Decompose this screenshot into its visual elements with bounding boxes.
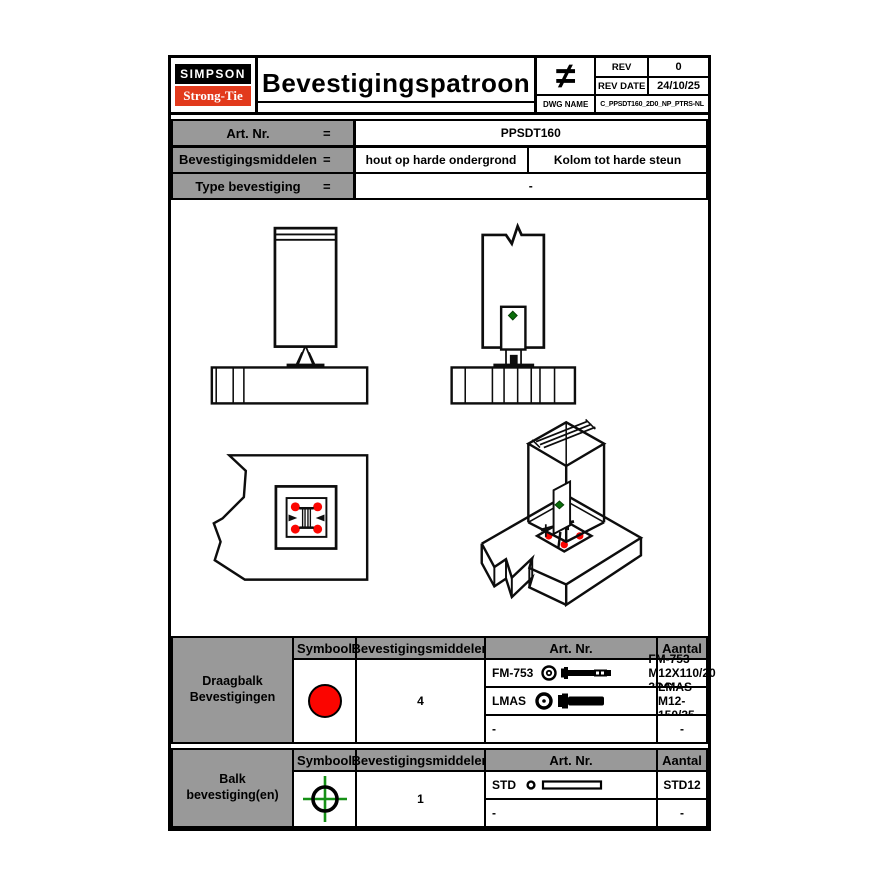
art-nr-std: STD12 [658, 772, 706, 798]
group-label: Balk bevestiging(en) [173, 750, 292, 826]
logo-strongtie-text: Strong-Tie [175, 86, 252, 106]
symbol-cell [294, 660, 355, 742]
fastener-value-2: Kolom tot harde steun [529, 147, 706, 172]
dwg-name-value: C_PPSDT160_2D0_NP_PTRS-NL [594, 94, 708, 112]
type-label: Type bevestiging [195, 178, 301, 194]
art-nr-lmas: LMAS M12-150/35 [658, 680, 706, 722]
rev-date-value: 24/10/25 [647, 76, 708, 94]
symbol-cell [294, 772, 355, 826]
side-elevation-view [450, 222, 577, 405]
drawing-views-area [171, 200, 708, 633]
type-value: - [355, 174, 706, 198]
front-elevation-view [210, 226, 369, 405]
art-nr-dash: - [658, 716, 706, 742]
col-header-art-nr: Art. Nr. [486, 750, 656, 770]
equals-sign: = [323, 152, 331, 167]
technical-drawings-svg [210, 222, 644, 608]
revision-block: ≠ REV 0 REV DATE 24/10/25 DWG NAME C_PPS… [534, 58, 708, 112]
threaded-rod-icon [526, 780, 603, 790]
equals-sign: = [323, 125, 331, 141]
col-header-aantal: Aantal [658, 750, 706, 770]
draagbalk-fastener-table: Draagbalk Bevestigingen Symbool Bevestig… [171, 636, 716, 744]
logo-simpson-text: SIMPSON [175, 64, 252, 84]
isometric-view [480, 418, 644, 608]
art-nr-label-cell: Art. Nr. = [173, 121, 353, 145]
col-header-bevestigingsmiddelen: Bevestigingsmiddelen [352, 750, 490, 770]
fastener-label: Bevestigingsmiddelen [179, 152, 317, 167]
article-info-table: Art. Nr. = PPSDT160 Bevestigingsmiddelen… [171, 119, 708, 200]
col-header-symbool: Symbool [294, 638, 355, 658]
fastener-value-1: hout op harde ondergrond [355, 147, 527, 172]
fastener-name-std: STD [486, 772, 656, 798]
fastener-name-dash: - [486, 800, 656, 826]
rev-date-label: REV DATE [594, 76, 648, 94]
fastener-name-fm753: FM-753 [486, 660, 656, 686]
anchor-points [290, 502, 323, 534]
sheet-title: Bevestigingspatroon [258, 58, 535, 112]
drawing-sheet: SIMPSON Strong-Tie Bevestigingspatroon ≠… [168, 55, 716, 831]
quantity-cell: 1 [357, 772, 484, 826]
plan-view [212, 454, 369, 581]
col-header-symbool: Symbool [294, 750, 355, 770]
col-header-art-nr: Art. Nr. [486, 638, 656, 658]
fastener-name-lmas: LMAS [486, 688, 656, 714]
hex-bolt-icon [535, 692, 604, 710]
column-section [288, 506, 325, 529]
fastener-label-cell: Bevestigingsmiddelen = [173, 147, 353, 172]
art-nr-label: Art. Nr. [226, 125, 270, 141]
simpson-strongtie-logo: SIMPSON Strong-Tie [171, 58, 259, 112]
dwg-name-label: DWG NAME [537, 94, 595, 112]
group-label: Draagbalk Bevestigingen [173, 638, 292, 742]
type-label-cell: Type bevestiging = [173, 174, 353, 198]
not-equal-icon: ≠ [555, 55, 576, 96]
quantity-cell: 4 [357, 660, 484, 742]
col-header-aantal: Aantal [658, 638, 706, 658]
rev-label: REV [594, 58, 647, 76]
wedge-anchor-icon [541, 665, 612, 681]
balk-fastener-table: Balk bevestiging(en) Symbool Bevestiging… [171, 748, 708, 828]
title-block: SIMPSON Strong-Tie Bevestigingspatroon ≠… [171, 58, 708, 115]
equals-sign: = [323, 178, 331, 194]
red-filled-circle-icon [307, 684, 342, 718]
col-header-bevestigingsmiddelen: Bevestigingsmiddelen [352, 638, 490, 658]
green-crosshair-circle-icon [302, 776, 347, 822]
fastener-name-dash: - [486, 716, 656, 742]
art-nr-value: PPSDT160 [355, 121, 706, 145]
art-nr-dash: - [658, 800, 706, 826]
sheet-title-text: Bevestigingspatroon [258, 68, 535, 103]
rev-value: 0 [647, 58, 708, 76]
